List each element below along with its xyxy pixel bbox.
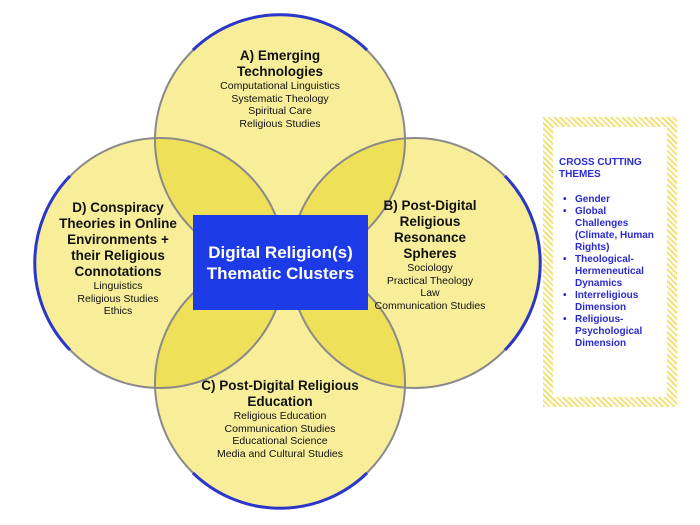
cluster-b-discipline: Communication Studies — [374, 299, 486, 312]
center-title-line-1: Digital Religion(s) — [208, 242, 353, 262]
cluster-a-title-line: Technologies — [236, 64, 323, 79]
cluster-b-title-line: Spheres — [403, 246, 457, 261]
cluster-b-title-line: Resonance — [393, 230, 467, 245]
cross-cutting-item-line: Interreligious — [575, 290, 639, 301]
center-title-line-2: Thematic Clusters — [206, 263, 355, 283]
cluster-c-discipline: Communication Studies — [224, 422, 336, 435]
cross-cutting-item-line: (Climate, Human — [575, 230, 654, 241]
cluster-b-discipline: Sociology — [407, 262, 453, 274]
cluster-d-title-line: Theories in Online — [59, 216, 177, 231]
cluster-c-discipline: Religious Education — [233, 410, 327, 422]
cluster-b-title-line: Religious — [399, 214, 461, 229]
overlap-a-b — [290, 138, 405, 265]
cluster-d-title-line: their Religious — [71, 248, 165, 263]
cross-cutting-item-line: Gender — [575, 194, 611, 205]
cluster-a-discipline: Computational Linguistics — [220, 80, 340, 92]
cluster-d-title-line: Environments + — [67, 232, 169, 247]
cross-cutting-item-line: Theological- — [575, 254, 634, 265]
cluster-c-discipline: Educational Science — [232, 435, 328, 447]
cross-cutting-item-line: Hermeneutical — [575, 266, 644, 277]
cross-cutting-item-line: Challenges — [575, 218, 629, 229]
cluster-b-discipline: Practical Theology — [386, 274, 474, 287]
cross-cutting-title-line: THEMES — [559, 169, 601, 180]
cross-cutting-item-line: Global — [575, 206, 607, 217]
cluster-a-discipline: Religious Studies — [239, 117, 321, 130]
cluster-a-discipline: Systematic Theology — [231, 92, 329, 105]
cross-cutting-item-line: Religious- — [575, 314, 624, 325]
circle-outlines — [33, 13, 542, 510]
cross-cutting-list: GenderGlobalChallenges(Climate, HumanRig… — [559, 194, 661, 350]
overlap-c-b — [290, 258, 405, 388]
cluster-c-title-line: C) Post-Digital Religious — [201, 378, 359, 393]
cluster-d-discipline: Religious Studies — [77, 292, 159, 305]
cluster-d-discipline: Linguistics — [93, 280, 143, 292]
cluster-d-discipline: Ethics — [103, 305, 133, 317]
cluster-c-discipline: Media and Cultural Studies — [216, 447, 344, 460]
cross-cutting-item: Gender — [559, 194, 661, 206]
circle-b-outline — [503, 174, 542, 352]
cluster-c-title-line: Education — [247, 394, 313, 409]
cross-cutting-item-line: Dynamics — [575, 278, 623, 289]
cluster-b-discipline: Law — [420, 287, 440, 299]
cluster-a-discipline: Spiritual Care — [248, 105, 312, 117]
cross-cutting-title-line: CROSS CUTTING — [559, 157, 642, 168]
cross-cutting-item-line: Dimension — [575, 302, 627, 313]
circle-c-outline — [191, 471, 369, 510]
cluster-d-title-line: D) Conspiracy — [72, 200, 164, 215]
circle-d-outline — [33, 174, 72, 352]
cross-cutting-item-line: Psychological — [575, 326, 643, 337]
cross-cutting-item-line: Dimension — [575, 338, 627, 349]
circle-a-outline — [191, 13, 369, 52]
center-title-box: Digital Religion(s) Thematic Clusters — [193, 215, 368, 310]
cluster-d-title-line: Connotations — [74, 264, 162, 279]
cluster-a-title-line: A) Emerging — [239, 48, 321, 63]
cluster-b-title-line: B) Post-Digital — [383, 198, 477, 213]
cross-cutting-item-line: Rights) — [575, 242, 610, 253]
